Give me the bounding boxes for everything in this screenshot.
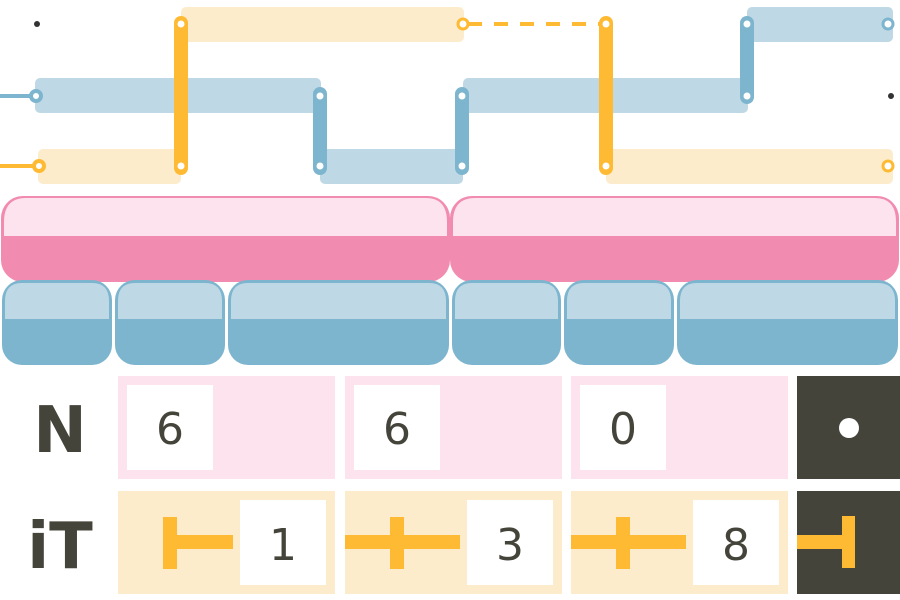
- blue-swap: [455, 87, 469, 175]
- cross-icon: [345, 517, 460, 569]
- n-value-box: [580, 385, 666, 470]
- n-value: 0: [609, 404, 637, 455]
- orange-swap: [599, 16, 613, 175]
- orange-swap: [174, 16, 188, 175]
- orange-lane: [38, 149, 181, 184]
- blue-lane: [320, 149, 463, 184]
- it-value: 1: [269, 520, 297, 571]
- blue-swap: [313, 87, 327, 175]
- row-label-it: iT: [27, 510, 93, 584]
- it-value-box: [240, 500, 326, 585]
- blue-block: [2, 280, 112, 365]
- n-value-box: [127, 385, 213, 470]
- blue-lane: [747, 7, 893, 42]
- orange-node: [881, 159, 895, 173]
- blue-block: [564, 280, 674, 365]
- it-value-box: [467, 500, 553, 585]
- tee-start-icon: [163, 517, 233, 569]
- pink-block: [450, 196, 899, 282]
- n-value: 6: [383, 404, 411, 455]
- blue-block: [228, 280, 449, 365]
- orange-input-node: [32, 159, 46, 173]
- endpoint-dot: [34, 21, 40, 27]
- blue-input-node: [29, 89, 43, 103]
- blue-node: [881, 17, 895, 31]
- blue-block: [677, 280, 898, 365]
- row-label-n: N: [33, 394, 87, 468]
- terminal-dot-icon: [839, 418, 859, 438]
- cross-icon: [571, 517, 686, 569]
- pink-block: [1, 196, 450, 282]
- n-value: 6: [156, 404, 184, 455]
- n-value-box: [354, 385, 440, 470]
- blue-block: [115, 280, 225, 365]
- it-value: 8: [722, 520, 750, 571]
- it-value: 3: [496, 520, 524, 571]
- orange-node: [456, 17, 470, 31]
- endpoint-dot: [888, 93, 894, 99]
- blue-block: [452, 280, 561, 365]
- it-value-box: [693, 500, 779, 585]
- terminal-tee-icon: [797, 516, 855, 568]
- orange-lane: [181, 7, 464, 42]
- blue-swap: [740, 16, 754, 104]
- orange-lane: [606, 149, 893, 184]
